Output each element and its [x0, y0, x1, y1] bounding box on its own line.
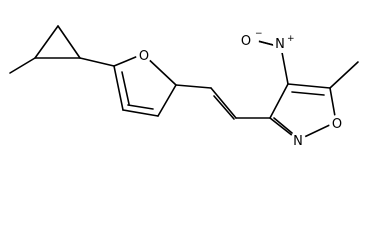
- bond-cyclopropyl-1: [34, 25, 59, 59]
- bond-vinyl-double-inner: [213, 95, 235, 120]
- bond-furan-c4-c5: [113, 65, 124, 111]
- atom-isoxazole-nitrogen: N: [290, 132, 306, 149]
- atom-isoxazole-oxygen: O: [329, 115, 345, 132]
- isoxazole-oxygen-label: O: [332, 117, 342, 132]
- bond-isoxazole-c4-c5: [287, 83, 331, 89]
- bond-c4-nitro-n: [280, 46, 289, 85]
- bond-furan-c3-c4-double: [127, 104, 154, 110]
- structure-diagram: O O − N + N O: [9, 25, 359, 149]
- bond-furan-c2-c3: [157, 84, 177, 117]
- bond-cyclopropyl-furan: [79, 57, 115, 67]
- atom-nitro-nitrogen: N +: [273, 34, 295, 53]
- isoxazole-nitrogen-label: N: [293, 134, 303, 149]
- furan-oxygen-label: O: [139, 49, 149, 64]
- bond-furan-c3-c4: [122, 109, 159, 117]
- bond-isoxazole-c4-c5-double: [291, 91, 325, 96]
- bond-furan-c4-c5-double: [121, 71, 130, 105]
- nitro-oxygen-label: O: [241, 34, 251, 49]
- bond-isoxazole-n-c3-double: [273, 117, 293, 134]
- nitro-nitrogen-charge: +: [287, 34, 295, 44]
- atom-furan-oxygen: O: [136, 47, 152, 64]
- bond-methyl-cyclopropyl: [9, 57, 36, 74]
- bond-isoxazole-methyl: [329, 61, 359, 89]
- nitro-nitrogen-label: N: [275, 37, 285, 52]
- molecule-drawing: O O − N + N O: [9, 25, 359, 149]
- bond-isoxazole-c3-c4: [269, 83, 289, 119]
- bond-vinyl-double: [210, 87, 237, 119]
- bond-cyclopropyl-2: [57, 25, 81, 59]
- bond-furan-vinyl: [175, 84, 212, 89]
- nitro-oxygen-charge: −: [255, 29, 263, 39]
- atom-nitro-oxygen: O −: [241, 29, 263, 49]
